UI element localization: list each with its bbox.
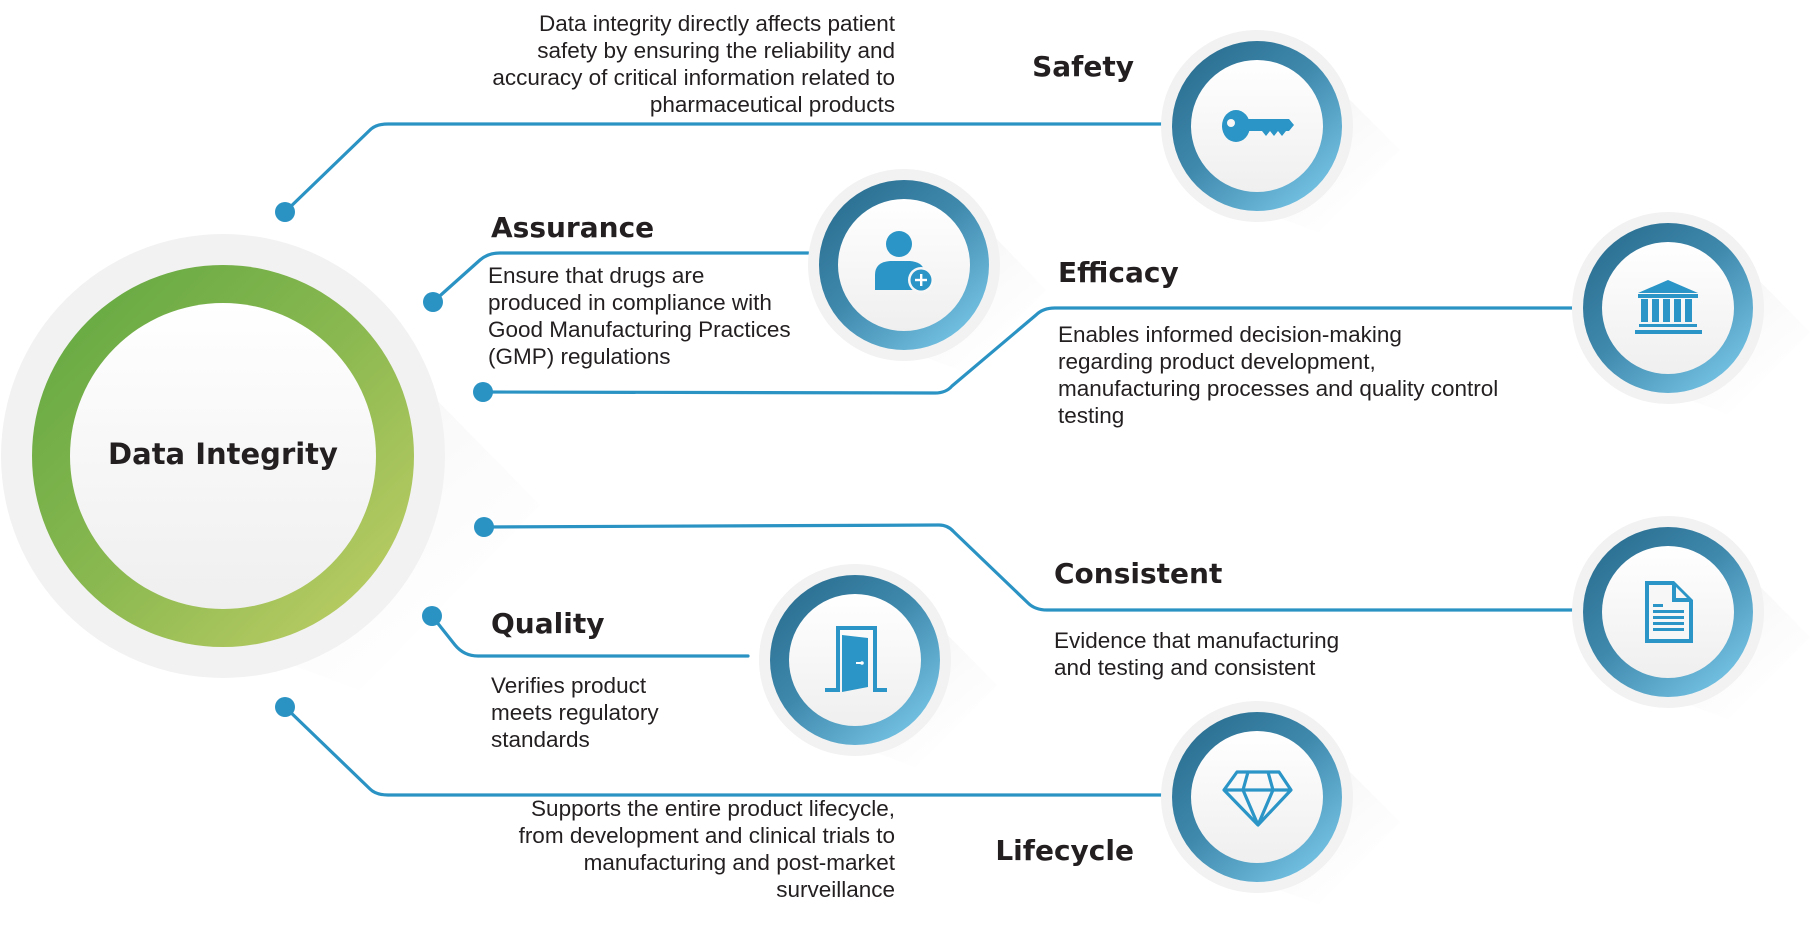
- efficacy-desc-line: testing: [1058, 403, 1125, 428]
- connector-consistent: [482, 523, 1574, 612]
- safety-title: Safety: [1032, 50, 1134, 83]
- diamond-icon: [1222, 770, 1293, 827]
- lifecycle-desc-line: Supports the entire product lifecycle,: [531, 796, 895, 821]
- lifecycle-desc-line: from development and clinical trials to: [518, 823, 895, 848]
- dot-assurance: [423, 292, 443, 312]
- connector-assurance: [431, 251, 810, 304]
- assurance-title: Assurance: [491, 211, 655, 244]
- connector-lifecycle: [283, 705, 1167, 797]
- consistent-title: Consistent: [1054, 557, 1223, 590]
- safety-desc-line: Data integrity directly affects patient: [538, 11, 895, 36]
- dot-lifecycle: [275, 697, 295, 717]
- quality-desc-line: standards: [491, 727, 590, 752]
- connector-efficacy: [481, 306, 1574, 395]
- consistent-description: Evidence that manufacturing and testing …: [1054, 627, 1339, 681]
- consistent-circle: [1572, 516, 1764, 708]
- efficacy-desc-line: manufacturing processes and quality cont…: [1058, 376, 1499, 401]
- center-label: Data Integrity: [108, 437, 338, 471]
- assurance-desc-line: Ensure that drugs are: [488, 263, 705, 288]
- quality-description: Verifies product meets regulatory standa…: [491, 672, 659, 753]
- safety-description: Data integrity directly affects patient …: [492, 10, 895, 118]
- assurance-description: Ensure that drugs are produced in compli…: [488, 262, 791, 370]
- center-circle: [1, 234, 445, 678]
- user-add-icon: [875, 231, 934, 293]
- assurance-desc-line: Good Manufacturing Practices: [488, 317, 791, 342]
- dot-quality: [422, 606, 442, 626]
- document-icon: [1645, 581, 1693, 643]
- safety-desc-line: pharmaceutical products: [649, 92, 895, 117]
- assurance-desc-line: produced in compliance with: [488, 290, 772, 315]
- connectors: [283, 122, 1574, 797]
- bank-building-icon: [1635, 280, 1702, 334]
- efficacy-title: Efficacy: [1058, 256, 1179, 289]
- door-icon: [825, 626, 887, 692]
- dot-safety: [275, 202, 295, 222]
- consistent-desc-line: and testing and consistent: [1054, 655, 1316, 680]
- efficacy-circle: [1572, 212, 1764, 404]
- dot-efficacy: [473, 382, 493, 402]
- assurance-circle: [808, 169, 1000, 361]
- connector-quality: [430, 614, 750, 658]
- lifecycle-circle: [1161, 701, 1353, 893]
- efficacy-description: Enables informed decision-making regardi…: [1058, 321, 1498, 429]
- assurance-desc-line: (GMP) regulations: [488, 344, 671, 369]
- key-icon: [1222, 110, 1294, 142]
- quality-desc-line: Verifies product: [491, 673, 647, 698]
- dot-consistent: [474, 517, 494, 537]
- connector-safety: [283, 122, 1167, 214]
- efficacy-desc-line: regarding product development,: [1058, 349, 1376, 374]
- consistent-desc-line: Evidence that manufacturing: [1054, 628, 1340, 653]
- quality-title: Quality: [491, 607, 605, 640]
- connector-dots: [275, 202, 494, 717]
- efficacy-desc-line: Enables informed decision-making: [1058, 322, 1402, 347]
- lifecycle-description: Supports the entire product lifecycle, f…: [519, 795, 895, 903]
- quality-desc-line: meets regulatory: [491, 700, 659, 725]
- safety-circle: [1161, 30, 1353, 222]
- lifecycle-title: Lifecycle: [995, 834, 1134, 867]
- lifecycle-desc-line: surveillance: [776, 877, 895, 902]
- safety-desc-line: accuracy of critical information related…: [492, 65, 895, 90]
- quality-circle: [759, 564, 951, 756]
- safety-desc-line: safety by ensuring the reliability and: [537, 38, 895, 63]
- lifecycle-desc-line: manufacturing and post-market: [583, 850, 895, 875]
